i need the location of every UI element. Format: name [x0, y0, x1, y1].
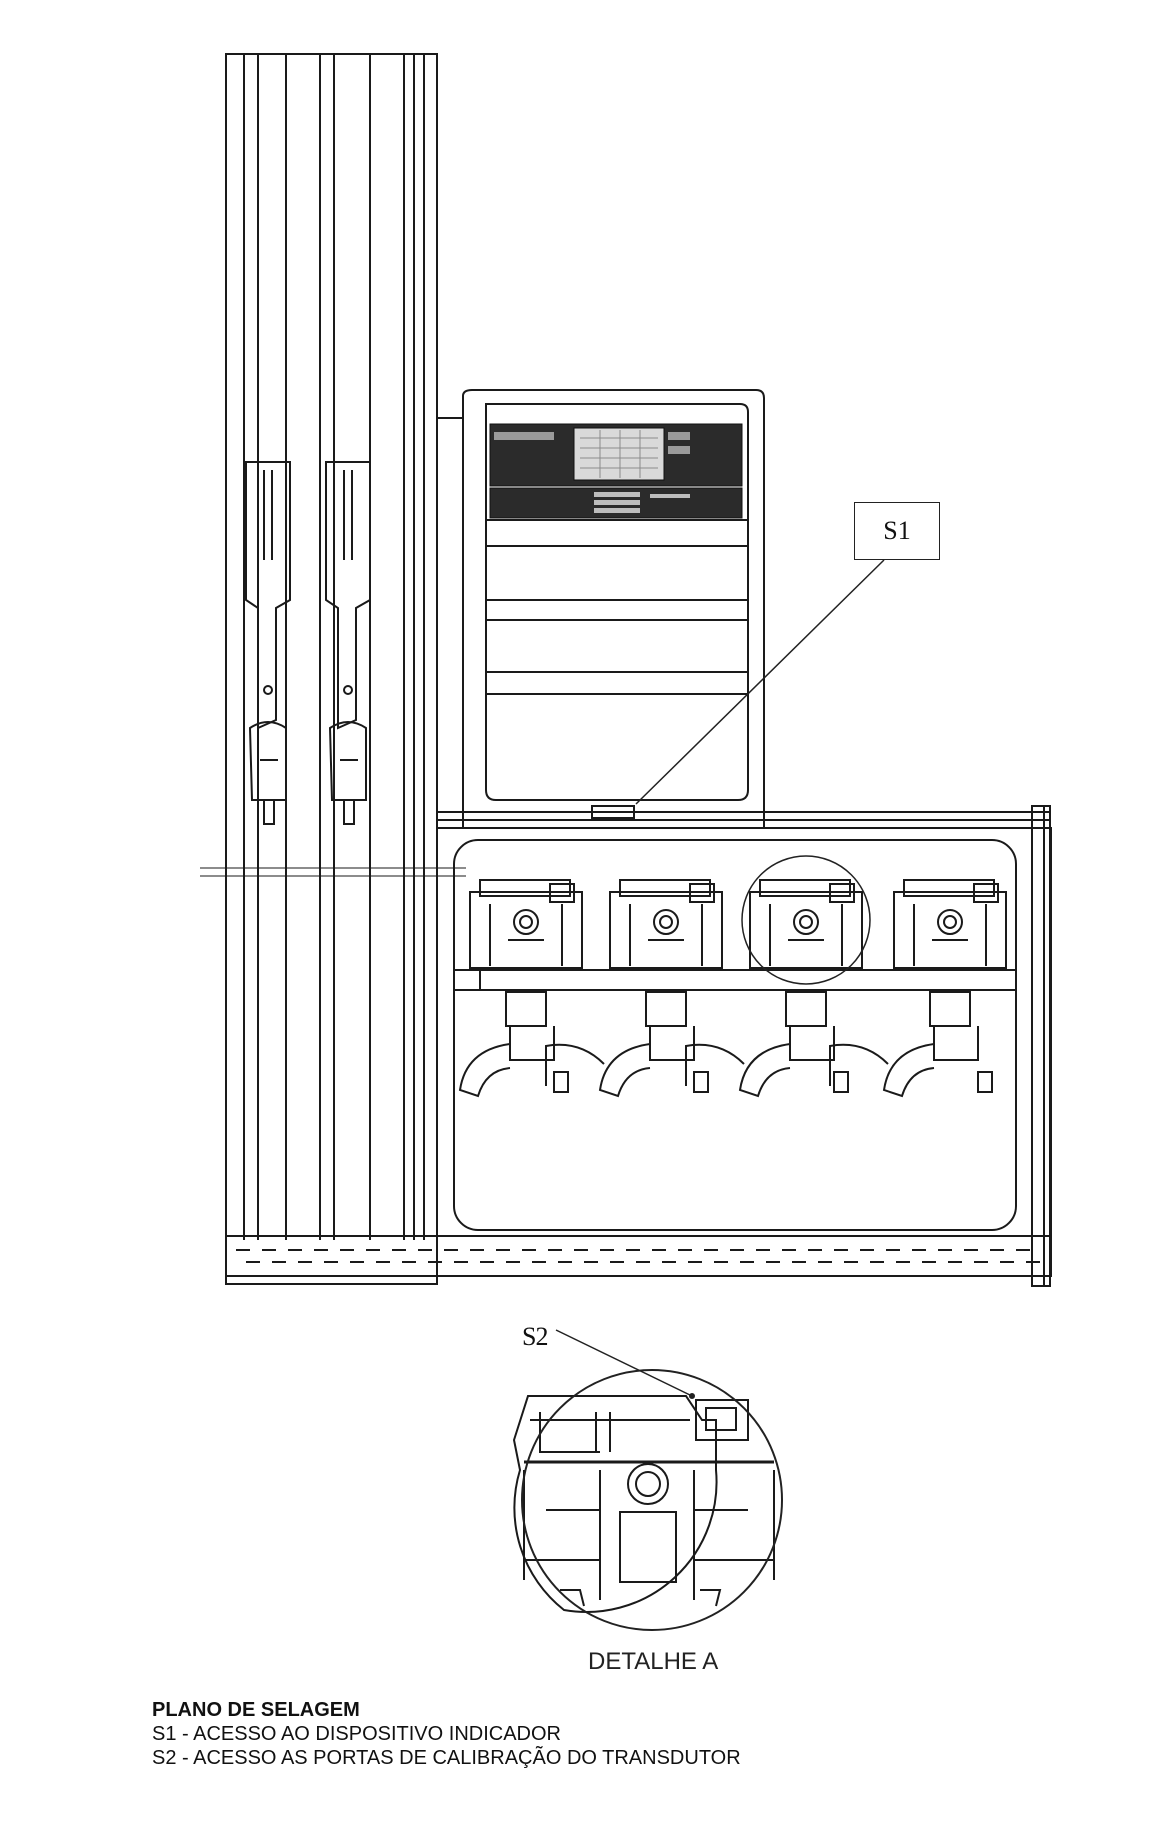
s2-leader-line: [555, 1329, 693, 1397]
meter-unit-3: [685, 879, 863, 1098]
meter-unit-2: [545, 879, 723, 1098]
legend-line-s1: S1 - ACESSO AO DISPOSITIVO INDICADOR: [152, 1723, 561, 1745]
nozzle-column: [200, 53, 466, 1285]
display-panel: [489, 423, 743, 519]
display-head: [436, 389, 765, 829]
s2-seal-point: [689, 1393, 695, 1399]
detail-a-circle: [521, 1369, 783, 1631]
s1-callout-label: S1: [883, 516, 911, 545]
s1-leader-line: [635, 559, 885, 805]
detail-a-marker: [741, 855, 871, 985]
meter-unit-4: [829, 879, 1007, 1098]
detail-a-view: [512, 1395, 775, 1613]
nozzle-2: [325, 461, 371, 825]
legend-title: PLANO DE SELAGEM: [152, 1699, 360, 1721]
base-plinth: [225, 1235, 1052, 1277]
sealing-plan-legend: PLANO DE SELAGEM S1 - ACESSO AO DISPOSIT…: [152, 1698, 741, 1770]
s1-callout-box: S1: [854, 502, 940, 560]
s2-callout-label: S2: [522, 1322, 548, 1351]
detail-a-caption: DETALHE A: [588, 1648, 719, 1675]
nozzle-1: [245, 461, 291, 825]
legend-line-s2: S2 - ACESSO AS PORTAS DE CALIBRAÇÃO DO T…: [152, 1747, 741, 1769]
meter-unit-1: [458, 879, 583, 1098]
hydraulic-cabinet: [436, 805, 1052, 1287]
meter-group: [458, 879, 1007, 1098]
